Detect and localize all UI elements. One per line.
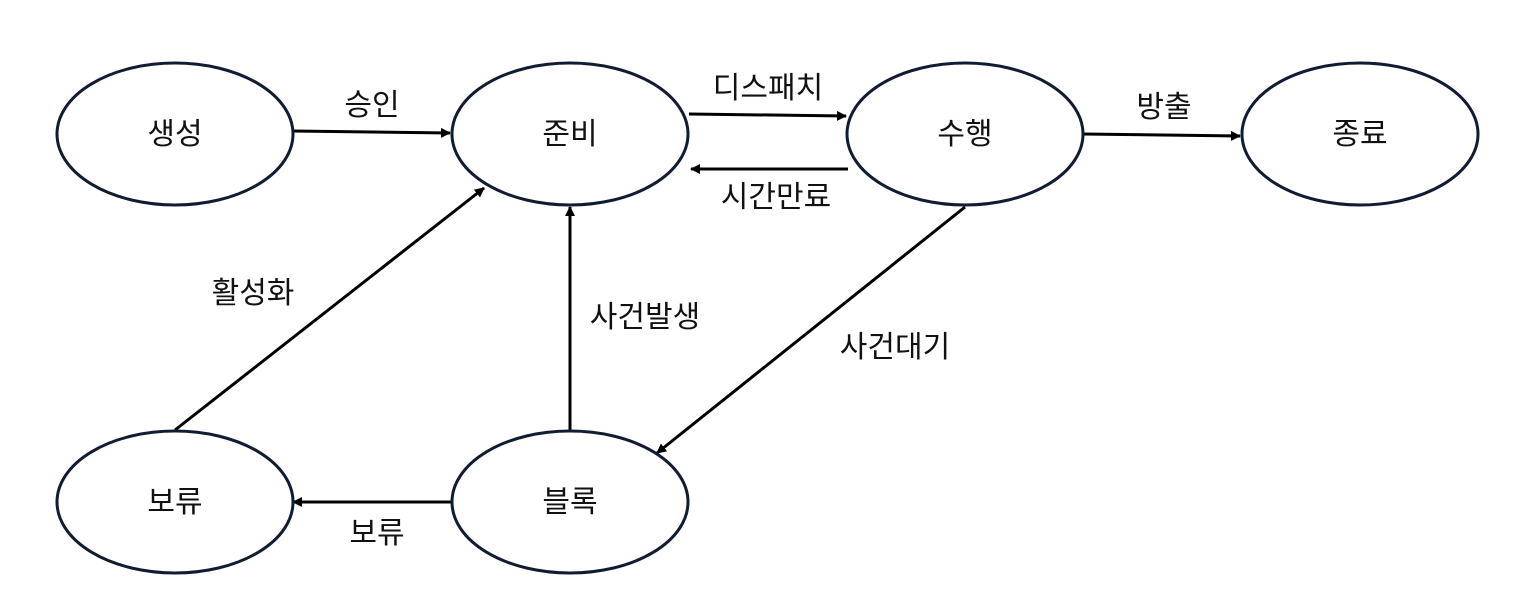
node-running: 수행 bbox=[845, 61, 1085, 207]
node-exit-label: 종료 bbox=[1332, 117, 1387, 152]
edge-activate-arrow bbox=[174, 186, 485, 432]
node-ready-label: 준비 bbox=[542, 117, 597, 152]
node-create-shape bbox=[55, 61, 295, 207]
node-running-label: 수행 bbox=[937, 117, 992, 152]
node-ready-shape bbox=[450, 61, 690, 207]
edge-label-suspend: 보류 bbox=[349, 516, 404, 551]
edge-label-dispatch: 디스패치 bbox=[713, 71, 823, 106]
edge-label-activate: 활성화 bbox=[212, 276, 295, 311]
node-suspend: 보류 bbox=[55, 429, 295, 575]
node-create-label: 생성 bbox=[147, 117, 202, 152]
edge-label-event-occurs: 사건발생 bbox=[590, 300, 700, 335]
edge-admit-arrow bbox=[292, 127, 451, 138]
edge-label-event-wait: 사건대기 bbox=[840, 330, 950, 365]
node-ready: 준비 bbox=[450, 61, 690, 207]
node-suspend-label: 보류 bbox=[147, 485, 202, 520]
edge-dispatch-arrow bbox=[688, 110, 847, 121]
node-create: 생성 bbox=[55, 61, 295, 207]
node-blocked: 블록 bbox=[450, 429, 690, 575]
edge-release-arrow bbox=[1082, 130, 1241, 141]
node-blocked-shape bbox=[450, 429, 690, 575]
node-blocked-label: 블록 bbox=[542, 485, 597, 520]
edge-label-admit: 승인 bbox=[344, 88, 399, 123]
edge-event-wait-arrow bbox=[656, 205, 966, 455]
node-suspend-shape bbox=[55, 429, 295, 575]
edge-label-release: 방출 bbox=[1136, 90, 1191, 125]
node-exit-shape bbox=[1240, 61, 1480, 207]
node-exit: 종료 bbox=[1240, 61, 1480, 207]
node-running-shape bbox=[845, 61, 1085, 207]
edge-label-timeout: 시간만료 bbox=[721, 180, 831, 215]
